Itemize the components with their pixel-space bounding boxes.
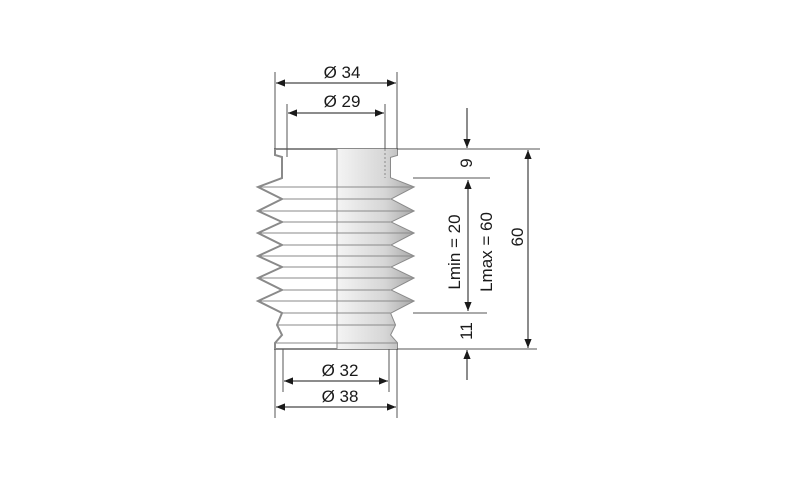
dim-bottom-collar: 11 — [457, 322, 476, 340]
dim-bottom-inner: Ø 32 — [322, 361, 359, 380]
dimension-arrows — [276, 79, 532, 411]
dim-lmax: Lmax = 60 — [477, 212, 496, 292]
bellows-body — [255, 148, 416, 350]
dim-lmin: Lmin = 20 — [445, 214, 464, 289]
dim-bottom-outer: Ø 38 — [322, 387, 359, 406]
dim-total-length: 60 — [508, 228, 527, 247]
dim-top-inner: Ø 29 — [324, 92, 361, 111]
dim-top-collar: 9 — [457, 158, 476, 167]
extension-lines — [274, 72, 540, 418]
section-half — [337, 149, 413, 349]
dim-top-outer: Ø 34 — [324, 63, 361, 82]
